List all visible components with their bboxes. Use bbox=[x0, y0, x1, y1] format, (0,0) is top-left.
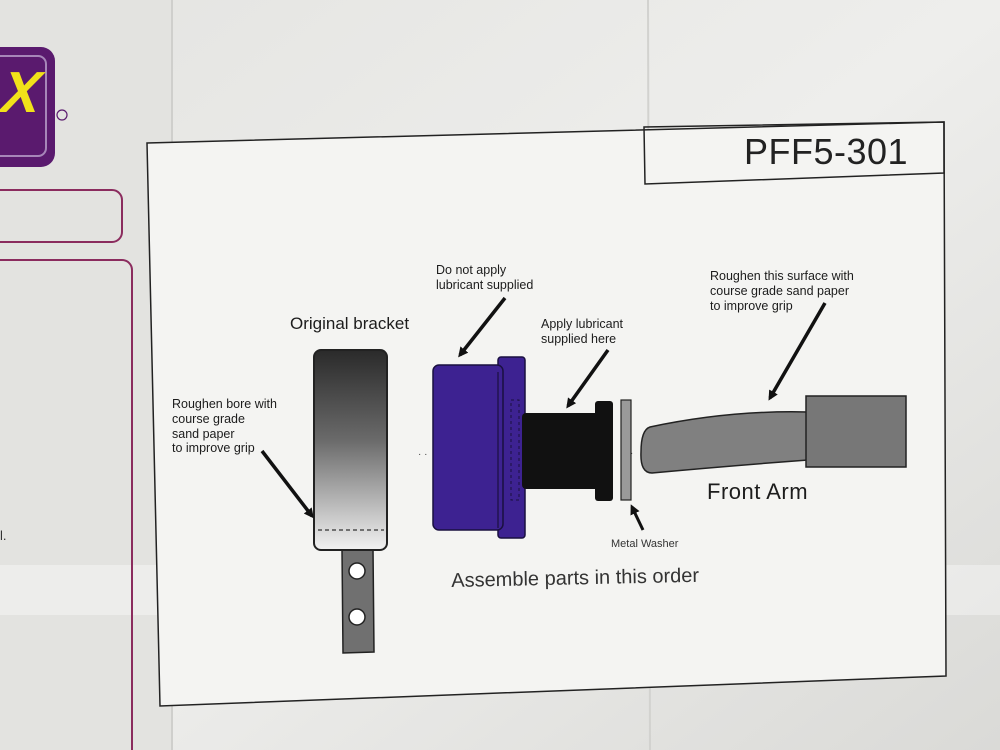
arrow-apply-lubricant bbox=[566, 348, 610, 409]
do-not-apply-label: Do not apply lubricant supplied bbox=[436, 263, 534, 292]
svg-text:·: · bbox=[630, 448, 633, 459]
part-code-box bbox=[643, 121, 945, 185]
arrow-do-not-apply bbox=[458, 296, 507, 358]
original-bracket bbox=[313, 349, 388, 654]
front-arm-label: Front Arm bbox=[707, 479, 809, 504]
roughen-bore-label: Roughen bore with course grade sand pape… bbox=[172, 397, 277, 456]
svg-text:· ·: · · bbox=[418, 449, 427, 460]
arrow-roughen-surface bbox=[768, 302, 827, 401]
apply-lubricant-label: Apply lubricant supplied here bbox=[541, 317, 623, 346]
brand-logo bbox=[0, 47, 68, 167]
part-code: PFF5-301 bbox=[744, 131, 909, 172]
brochure-left-panel bbox=[0, 189, 133, 750]
arrow-roughen-bore bbox=[260, 449, 314, 519]
metal-washer bbox=[620, 399, 632, 501]
original-bracket-label: Original bracket bbox=[290, 314, 410, 333]
arrow-metal-washer bbox=[630, 504, 645, 531]
lubricated-sleeve bbox=[522, 401, 613, 501]
metal-washer-label: Metal Washer bbox=[611, 538, 679, 550]
polyurethane-bush bbox=[432, 356, 526, 539]
front-arm bbox=[640, 395, 907, 474]
roughen-surface-label: Roughen this surface with course grade s… bbox=[710, 269, 854, 313]
cropped-text-fragment: l. bbox=[0, 528, 7, 543]
